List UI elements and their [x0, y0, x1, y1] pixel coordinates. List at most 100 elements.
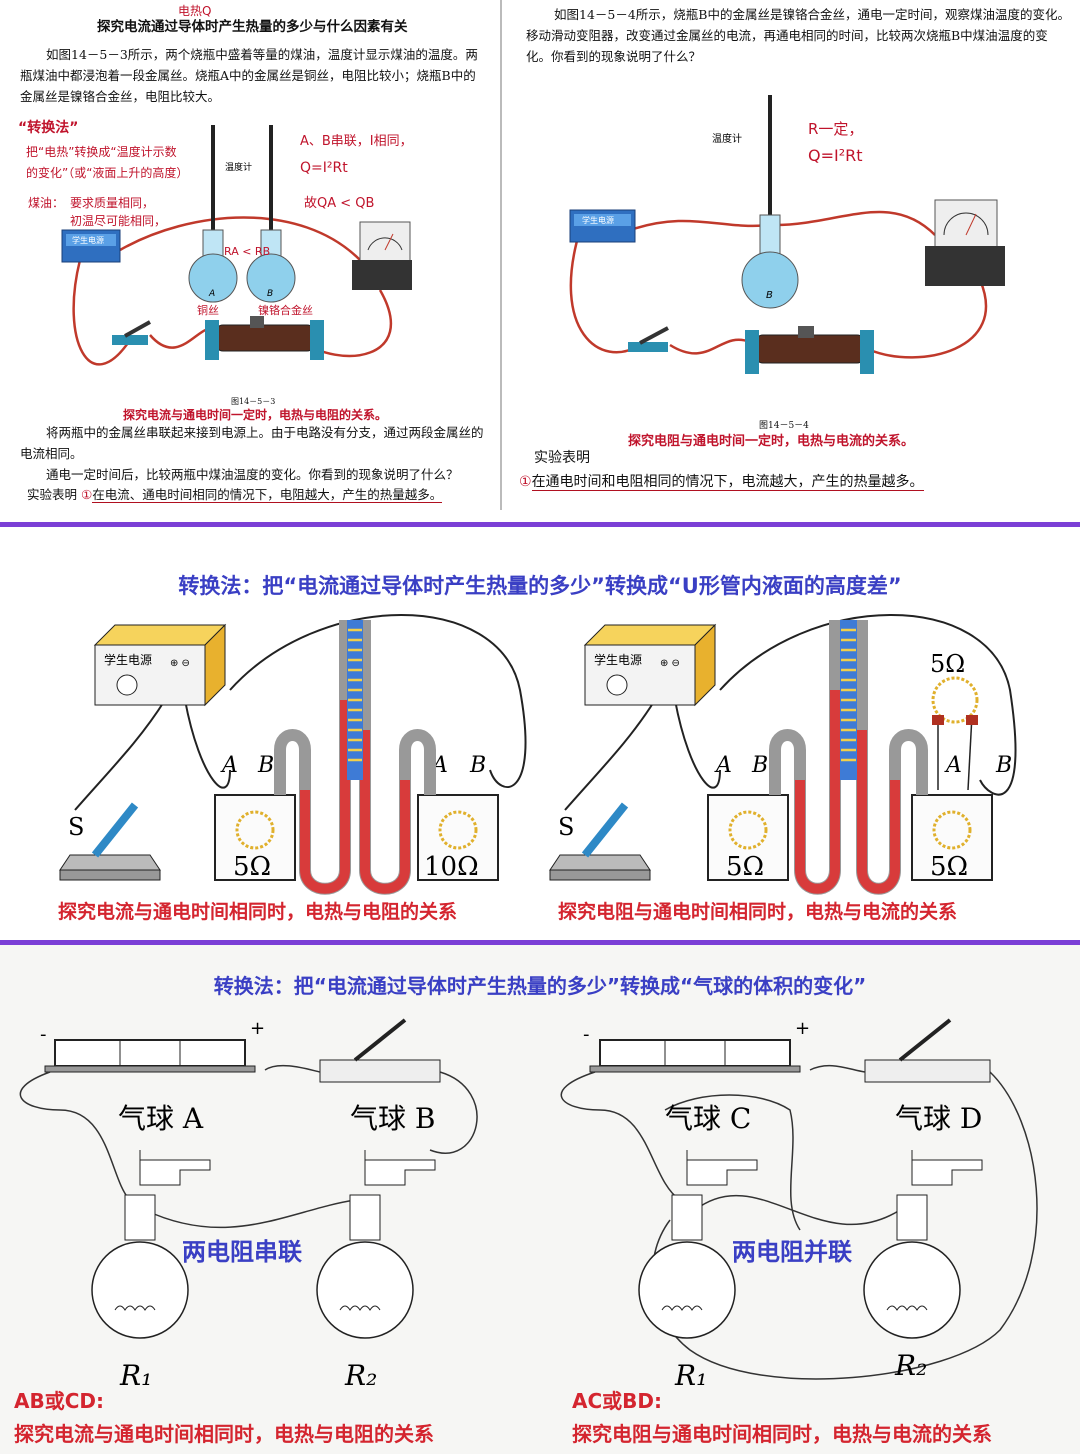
switch-icon [112, 320, 151, 345]
switch-icon [628, 326, 669, 352]
battery-minus-right: - [583, 1024, 590, 1045]
terminal-b2-left: B [469, 753, 486, 778]
circuit-diagram-fig-14-5-4: 学生电源 温度计 B [569, 95, 1005, 374]
switch-icon [864, 1018, 991, 1083]
power-supply-icon [569, 209, 636, 243]
conclusion-title-2: 实验表明 [534, 450, 590, 466]
circuit-diagram-fig-14-5-3: 学生电源 温度计 A B RA < RB 铜丝 镍铬合金丝 [61, 125, 412, 366]
parallel-mode-label: 两电阻并联 [732, 1238, 852, 1266]
rheostat-icon [745, 326, 874, 374]
flask-r2-icon [316, 1150, 436, 1339]
switch-label-left: S [68, 813, 84, 841]
column-separator [500, 0, 502, 510]
combo-ab-cd-label: AB或CD: [14, 1389, 104, 1413]
balloon-right-caption: 探究电阻与通电时间相同时，电热与电流的关系 [572, 1422, 992, 1446]
flask-r1-icon [91, 1150, 211, 1339]
power-supply-label-2: 学生电源 [582, 215, 614, 225]
power-label-right: 学生电源 [594, 652, 642, 667]
hand-note-kerosene-1: 要求质量相同， [70, 196, 155, 210]
thermometer-label: 温度计 [225, 161, 252, 173]
intro-paragraph: 如图14－5－3所示，两个烧瓶中盛着等量的煤油，温度计显示煤油的温度。两瓶煤油中… [20, 47, 478, 104]
terminal-a-left: A [220, 753, 238, 778]
svg-text:⊕ ⊖: ⊕ ⊖ [660, 658, 680, 669]
battery-minus-left: - [40, 1024, 47, 1045]
power-supply-label: 学生电源 [72, 235, 104, 245]
terminal-a-right: A [714, 753, 732, 778]
switch-icon [549, 802, 651, 881]
page-title: 探究电流通过导体时产生热量的多少与什么因素有关 [97, 19, 408, 35]
terminal-b-left: B [257, 753, 274, 778]
ammeter-icon [925, 199, 1005, 286]
hand-caption-2: 探究电阻与通电时间一定时，电热与电流的关系。 [628, 434, 915, 449]
flask-a-icon [188, 229, 238, 303]
combo-ac-bd-label: AC或BD: [572, 1389, 662, 1413]
intro-paragraph-2: 如图14－5－4所示，烧瓶B中的金属丝是镍铬合金丝，通电一定时间，观察煤油温度的… [526, 7, 1070, 64]
power-supply-icon [583, 623, 717, 707]
switch-label-right: S [558, 813, 574, 841]
flask-b-icon [246, 229, 296, 303]
svg-text:⊕ ⊖: ⊕ ⊖ [170, 658, 190, 669]
hand-note-r-constant: R一定， [808, 120, 864, 138]
container-left-b [417, 794, 499, 881]
series-paragraph: 将两瓶中的金属丝串联起来接到电源上。由于电路没有分支，通过两段金属丝的电流相同。 [20, 425, 484, 461]
terminal-b-right: B [751, 753, 768, 778]
conclusion-prefix: 实验表明 [27, 487, 78, 502]
balloon-diagrams: - + 气球 A 气球 B R₁ [19, 1018, 1038, 1390]
question-paragraph: 通电一定时间后，比较两瓶中煤油温度的变化。你看到的现象说明了什么？ [46, 467, 459, 482]
u-tube-title: 转换法：把“电流通过导体时产生热量的多少”转换成“U形管内液面的高度差” [178, 574, 902, 598]
balloon-d-label: 气球 D [895, 1102, 982, 1135]
rheostat-icon [205, 316, 324, 360]
u-tube-left-diagram: 学生电源 ⊕ ⊖ S A B A B 5Ω 10Ω [59, 614, 527, 895]
u-tube-right-caption: 探究电阻与通电时间相同时，电热与电流的关系 [558, 901, 958, 923]
figure-label-14-5-4: 图14－5－4 [759, 421, 809, 431]
container-right-b [911, 794, 993, 881]
hand-note-convert-2: 的变化”（或“液面上升的高度） [26, 166, 189, 180]
container-right-a [707, 794, 789, 881]
external-resistor-5-ohm: 5Ω [930, 650, 965, 678]
resistor-5-ohm-right-2: 5Ω [930, 852, 968, 882]
battery-plus-right: + [795, 1018, 810, 1039]
resistor-10-ohm-left: 10Ω [424, 852, 479, 882]
flask-r2-icon [863, 1150, 983, 1339]
flask-a-label: A [208, 289, 215, 299]
thermometer-label-2: 温度计 [712, 132, 742, 145]
flask-b-icon [741, 214, 799, 309]
flask-r1-icon [638, 1150, 758, 1339]
hand-note-kerosene-2: 初温尽可能相同， [70, 214, 167, 228]
hand-note-kerosene-label: 煤油： [28, 196, 65, 210]
conclusion-text: 在电流、通电时间相同的情况下，电阻越大，产生的热量越多。 [92, 487, 443, 503]
external-resistor-icon [931, 676, 979, 791]
resistor-5-ohm-left: 5Ω [233, 852, 271, 882]
resistor-r1-left: R₁ [119, 1359, 152, 1390]
balloon-parallel-diagram: - + 气球 C 气球 D [560, 1018, 1038, 1390]
balloon-c-label: 气球 C [665, 1102, 751, 1135]
conclusion-number-2: ① [519, 474, 532, 490]
resistor-r2-right: R₂ [894, 1349, 927, 1382]
power-label-left: 学生电源 [104, 652, 152, 667]
resistor-r1-right: R₁ [674, 1359, 707, 1390]
conclusion-line-2: ①在通电时间和电阻相同的情况下，电流越大，产生的热量越多。 [519, 471, 924, 491]
power-supply-icon [93, 623, 227, 707]
u-tube-left-caption: 探究电流与通电时间相同时，电热与电阻的关系 [58, 901, 458, 923]
conclusion-line-1: 实验表明 ①在电流、通电时间相同的情况下，电阻越大，产生的热量越多。 [27, 484, 443, 503]
hand-note-method: “转换法” [18, 120, 79, 136]
battery-plus-left: + [250, 1018, 265, 1039]
figure-label-14-5-3: 图14－5－3 [231, 397, 276, 406]
hand-caption-1: 探究电流与通电时间一定时，电热与电阻的关系。 [123, 408, 388, 422]
u-tube-diagrams: 学生电源 ⊕ ⊖ S A B A B 5Ω 10Ω [59, 614, 1017, 895]
flask-b-label-2: B [766, 290, 773, 301]
hand-note-heat-q: 电热Q [178, 4, 212, 18]
hand-note-convert-1: 把“电热”转换成“温度计示数 [26, 145, 177, 159]
resistance-compare-label: RA < RB [224, 245, 270, 258]
switch-icon [59, 802, 161, 881]
section-divider-2 [0, 940, 1080, 945]
balloon-series-diagram: - + 气球 A 气球 B R₁ [19, 1018, 478, 1390]
container-left-a [214, 794, 296, 881]
hand-note-formula-2: Q=I²Rt [808, 146, 863, 165]
series-mode-label: 两电阻串联 [182, 1238, 302, 1266]
switch-icon [319, 1018, 441, 1083]
nichrome-wire-label: 镍铬合金丝 [258, 303, 313, 317]
balloon-left-caption: 探究电流与通电时间相同时，电热与电阻的关系 [14, 1422, 434, 1446]
battery-icon [44, 1039, 256, 1073]
hand-note-series: A、B串联，I相同， [300, 134, 413, 149]
